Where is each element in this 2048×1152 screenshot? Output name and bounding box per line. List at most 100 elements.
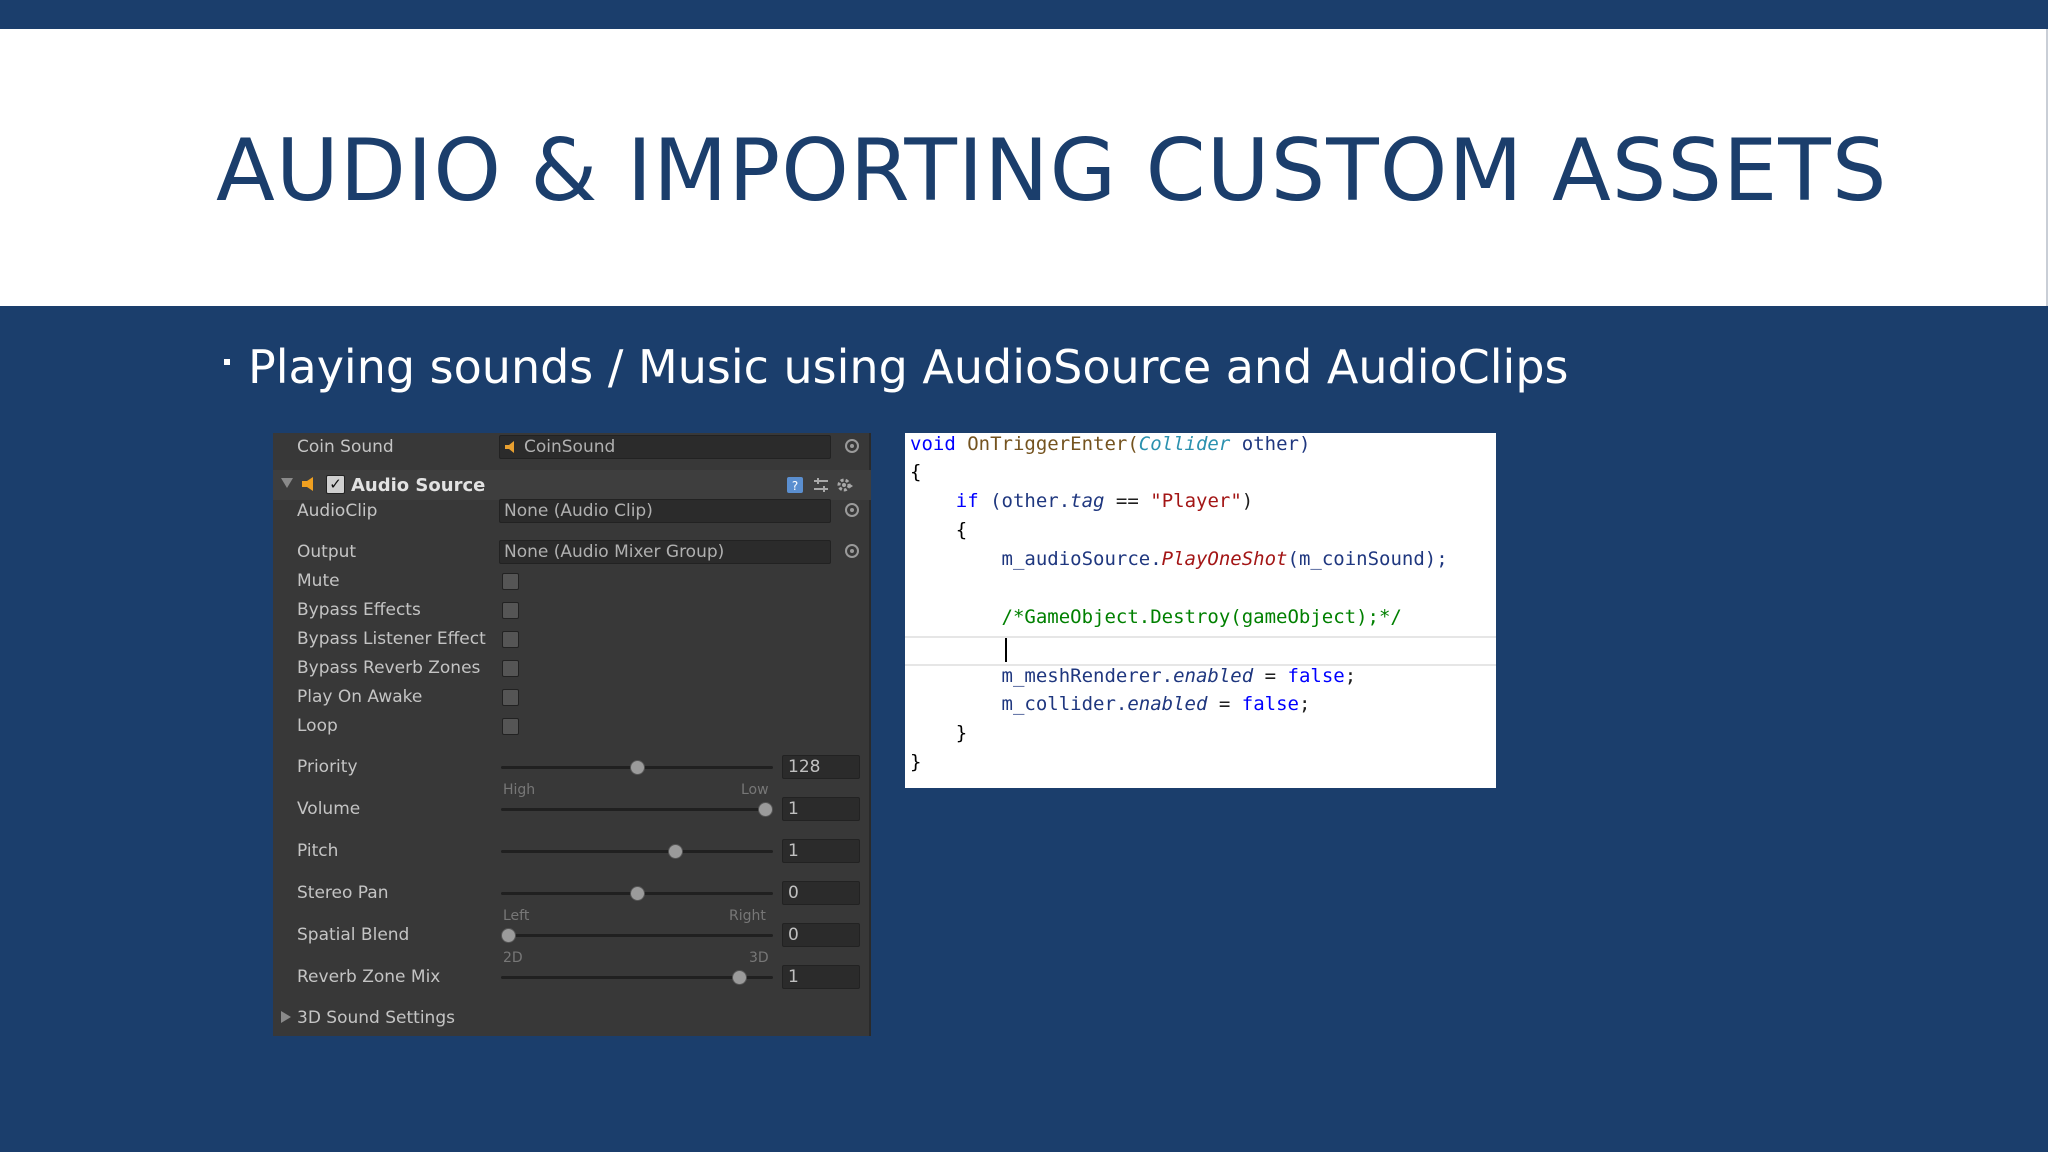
slider-value-field[interactable]: 128	[782, 755, 860, 779]
foldout-arrow-icon[interactable]	[281, 1011, 291, 1023]
help-icon[interactable]: ?	[786, 476, 804, 494]
audioclip-row: AudioClip None (Audio Clip)	[273, 499, 871, 525]
slider-min-label: High	[503, 782, 536, 798]
toggle-label: Mute	[297, 571, 340, 591]
toggle-row: Bypass Listener Effect	[273, 627, 871, 653]
code-token: void	[910, 433, 956, 455]
code-line: void OnTriggerEnter(Collider other)	[910, 433, 1310, 455]
code-line: m_audioSource.PlayOneShot(m_coinSound);	[910, 548, 1448, 570]
slider-max-label: Low	[741, 782, 769, 798]
code-token: false	[1241, 693, 1299, 715]
code-token: ==	[1104, 490, 1151, 512]
toggle-label: Bypass Listener Effect	[297, 629, 486, 649]
sound-settings-foldout[interactable]: 3D Sound Settings	[273, 1006, 871, 1032]
output-row: Output None (Audio Mixer Group)	[273, 540, 871, 566]
code-token: )	[1241, 490, 1254, 512]
object-picker-icon[interactable]	[845, 503, 859, 517]
bypass-listener-effects-checkbox[interactable]	[502, 631, 519, 648]
slider-label: Stereo Pan	[297, 883, 389, 903]
slider-track[interactable]	[501, 934, 773, 937]
foldout-arrow-icon[interactable]	[281, 478, 293, 488]
code-token: ;	[1298, 693, 1311, 715]
toggle-label: Play On Awake	[297, 687, 423, 707]
object-picker-icon[interactable]	[845, 439, 859, 453]
bypass-reverb-zones-checkbox[interactable]	[502, 660, 519, 677]
code-token: (m_coinSound);	[1287, 548, 1448, 570]
code-line: {	[910, 461, 922, 483]
code-token: if	[910, 490, 979, 512]
code-token: m_audioSource.	[910, 548, 1162, 570]
toggle-row: Play On Awake	[273, 685, 871, 711]
code-token: enabled	[1173, 665, 1254, 687]
mute-checkbox[interactable]	[502, 573, 519, 590]
slider-knob[interactable]	[501, 928, 516, 943]
audio-source-header[interactable]: ✓ Audio Source ?	[273, 470, 871, 500]
slider-value-field[interactable]: 0	[782, 881, 860, 905]
code-comment: /*GameObject.Destroy(gameObject);*/	[910, 606, 1402, 628]
slider-value-field[interactable]: 0	[782, 923, 860, 947]
stereo-pan-slider-row: Stereo Pan 0 Left Right	[273, 881, 871, 924]
bullet-icon	[224, 359, 230, 365]
slider-value-field[interactable]: 1	[782, 965, 860, 989]
code-token: "Player"	[1150, 490, 1242, 512]
toggle-row: Bypass Reverb Zones	[273, 656, 871, 682]
slider-min-label: 2D	[503, 950, 523, 966]
code-token: =	[1253, 665, 1288, 687]
slider-label: Pitch	[297, 841, 339, 861]
slider-min-label: Left	[503, 908, 530, 924]
slider-max-label: Right	[729, 908, 766, 924]
code-token: PlayOneShot	[1161, 548, 1288, 570]
code-line: }	[910, 751, 922, 773]
component-title: Audio Source	[351, 475, 486, 496]
object-picker-icon[interactable]	[845, 544, 859, 558]
slider-track[interactable]	[501, 976, 773, 979]
volume-slider-row: Volume 1	[273, 797, 871, 823]
code-token: Collider	[1138, 433, 1231, 455]
slider-value-field[interactable]: 1	[782, 797, 860, 821]
text-caret	[1005, 638, 1007, 662]
audioclip-label: AudioClip	[297, 501, 378, 521]
slider-knob[interactable]	[668, 844, 684, 859]
slider-value-field[interactable]: 1	[782, 839, 860, 863]
slider-label: Priority	[297, 757, 358, 777]
current-line-highlight	[905, 636, 1496, 666]
slider-knob[interactable]	[758, 802, 773, 817]
play-on-awake-checkbox[interactable]	[502, 689, 519, 706]
priority-slider-row: Priority 128 High Low	[273, 755, 871, 798]
slider-max-label: 3D	[749, 950, 769, 966]
bypass-effects-checkbox[interactable]	[502, 602, 519, 619]
svg-text:?: ?	[792, 479, 798, 493]
slider-track[interactable]	[501, 850, 773, 853]
toggle-label: Loop	[297, 716, 338, 736]
loop-checkbox[interactable]	[502, 718, 519, 735]
slider-knob[interactable]	[629, 760, 645, 775]
slider-label: Reverb Zone Mix	[297, 967, 441, 987]
code-snippet: void OnTriggerEnter(Collider other) { if…	[905, 433, 1496, 788]
component-enabled-checkbox[interactable]: ✓	[326, 475, 345, 494]
toggle-row: Bypass Effects	[273, 598, 871, 624]
toggle-row: Loop	[273, 714, 871, 740]
slider-knob[interactable]	[629, 886, 645, 901]
code-line: m_meshRenderer.enabled = false;	[910, 665, 1357, 687]
code-token: (other.	[978, 490, 1071, 512]
slider-label: Volume	[297, 799, 361, 819]
slider-knob[interactable]	[732, 970, 748, 985]
title-area	[0, 29, 2048, 306]
code-token: other)	[1230, 433, 1311, 455]
code-token: m_meshRenderer.	[910, 665, 1174, 687]
code-token: false	[1287, 665, 1345, 687]
toggle-row: Mute	[273, 569, 871, 595]
code-token: ;	[1344, 665, 1357, 687]
toggle-label: Bypass Reverb Zones	[297, 658, 481, 678]
code-token: enabled	[1127, 693, 1208, 715]
preset-icon[interactable]	[812, 476, 830, 494]
gear-icon[interactable]	[836, 476, 854, 494]
audioclip-field[interactable]: None (Audio Clip)	[499, 499, 831, 523]
code-token: =	[1207, 693, 1242, 715]
slide-title: AUDIO & IMPORTING CUSTOM ASSETS	[216, 121, 1888, 221]
slider-track[interactable]	[501, 808, 773, 811]
output-field[interactable]: None (Audio Mixer Group)	[499, 540, 831, 564]
coin-sound-value: CoinSound	[524, 437, 616, 457]
coin-sound-field[interactable]: CoinSound	[499, 435, 831, 459]
code-line: m_collider.enabled = false;	[910, 693, 1311, 715]
